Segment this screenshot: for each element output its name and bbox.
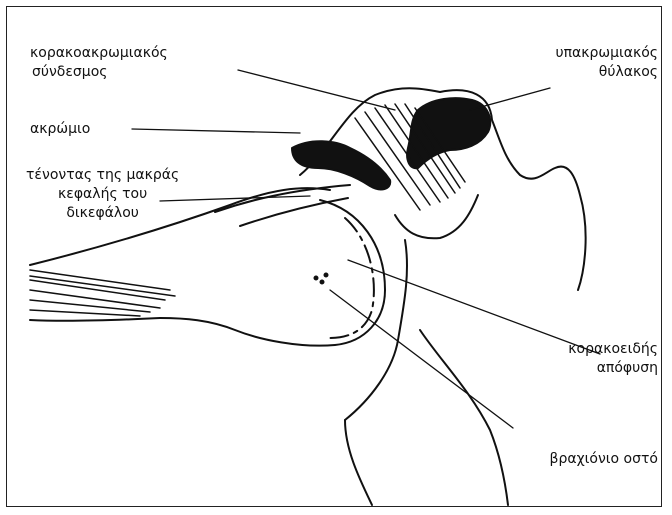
label-humerus: βραχιόνιο οστό [550,450,658,469]
tendon-fibers [30,270,175,316]
upper-arm-bottom [30,318,160,321]
leader-coracoid [348,260,600,354]
humerus-shaft-left [345,420,372,505]
label-biceps-tendon: τένοντας της μακράς κεφαλής του δικεφάλο… [26,166,179,223]
dot [325,274,328,277]
label-subacromial-bursa: υπακρωμιακός θύλακος [555,44,658,82]
label-coracoid-process: κορακοειδής απόφυση [568,340,658,378]
biceps-tendon-2 [240,198,348,226]
humerus-shaft-outer [420,330,508,505]
humeral-head-inner [330,218,374,338]
humerus-shaft-inner [345,240,407,420]
leader-ligament [238,70,395,110]
dot [315,277,318,280]
dot [321,281,324,284]
glenoid-outline [395,195,478,238]
label-coracoacromial-ligament: κορακοακρωμιακός σύνδεσμος [30,44,168,82]
humeral-head [160,200,385,346]
label-acromion: ακρώμιο [30,120,90,139]
leader-tendon [160,196,310,201]
leader-acromion [132,129,300,133]
acromion [292,141,390,189]
